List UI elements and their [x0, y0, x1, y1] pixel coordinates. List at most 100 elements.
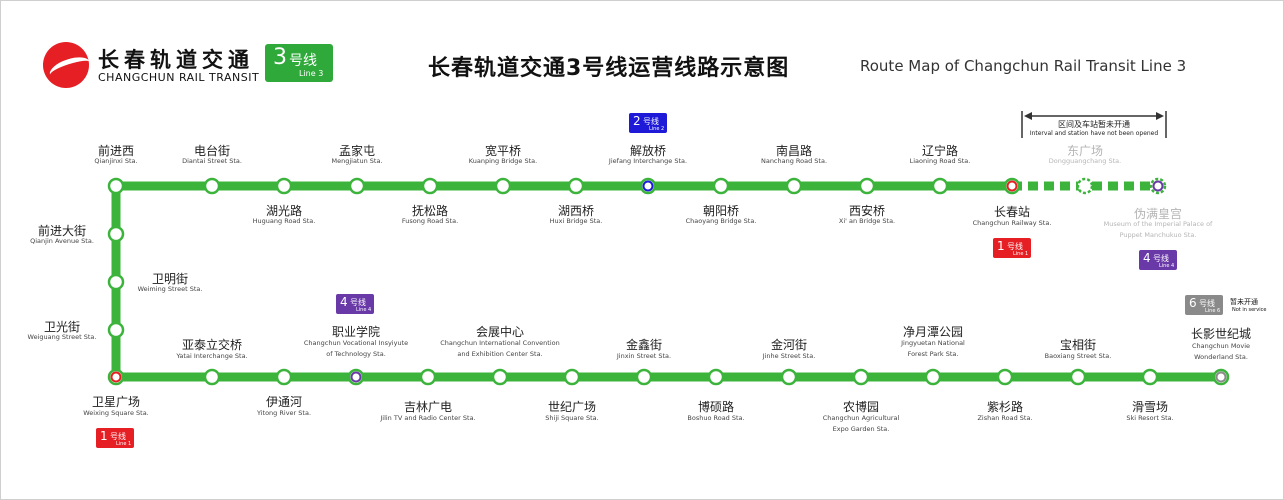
- station-huizhanzhongxin-en2: and Exhibition Center Sta.: [457, 350, 543, 358]
- station-marker-chaoyangqiao[interactable]: [712, 177, 730, 195]
- station-jingyuetan-en: Jingyuetan National: [901, 339, 965, 347]
- station-marker-dongguangchang[interactable]: [1076, 177, 1094, 195]
- station-marker-zishanlu[interactable]: [996, 368, 1014, 386]
- map-title-cn: 长春轨道交通3号线运营线路示意图: [428, 56, 790, 81]
- station-weixingguangchang[interactable]: 卫星广场: [91, 395, 141, 409]
- station-marker-weimingjie[interactable]: [107, 273, 125, 291]
- station-kuanpingqiao-en: Kuanping Bridge Sta.: [468, 157, 538, 165]
- station-jiefangqiao-en: Jiefang Interchange Sta.: [608, 157, 688, 165]
- station-mengjiatun[interactable]: 孟家屯: [338, 144, 376, 158]
- station-marker-jilinguangdian[interactable]: [419, 368, 437, 386]
- station-chaoyangqiao[interactable]: 朝阳桥: [702, 204, 740, 218]
- station-shijiguangchang[interactable]: 世纪广场: [547, 400, 597, 414]
- station-nongboyuan-en: Changchun Agricultural: [822, 414, 900, 422]
- station-weiguangjie[interactable]: 卫光街: [43, 320, 81, 334]
- station-qianjindajie[interactable]: 前进大街: [37, 224, 87, 238]
- station-huxiqiao[interactable]: 湖西桥: [557, 204, 595, 218]
- station-nongboyuan[interactable]: 农博园: [842, 400, 880, 414]
- station-marker-nongboyuan[interactable]: [852, 368, 870, 386]
- station-xianqiao-en: Xi' an Bridge Sta.: [838, 217, 896, 225]
- station-marker-baoxiangjie[interactable]: [1069, 368, 1087, 386]
- station-marker-nanchanglu[interactable]: [785, 177, 803, 195]
- station-changchunzhan[interactable]: 长春站: [993, 205, 1031, 219]
- station-marker-weiguangjie[interactable]: [107, 321, 125, 339]
- station-qianjinxi-en: Qianjinxi Sta.: [94, 157, 138, 165]
- station-shijiguangchang-en: Shiji Square Sta.: [545, 414, 599, 422]
- station-marker-jinxinjie[interactable]: [635, 368, 653, 386]
- station-liaoninglu[interactable]: 辽宁路: [921, 144, 959, 158]
- station-marker-mengjiatun[interactable]: [348, 177, 366, 195]
- station-huizhanzhongxin[interactable]: 会展中心: [475, 325, 525, 339]
- station-yataiqiao[interactable]: 亚泰立交桥: [181, 338, 243, 352]
- station-changyingshijicheng[interactable]: 长影世纪城: [1190, 327, 1252, 341]
- station-marker-huaxuechang[interactable]: [1141, 368, 1159, 386]
- station-jilinguangdian[interactable]: 吉林广电: [403, 400, 453, 414]
- station-nanchanglu-en: Nanchang Road Sta.: [760, 157, 828, 165]
- station-weiguangjie-en: Weiguang Street Sta.: [27, 333, 97, 341]
- station-zishanlu[interactable]: 紫杉路: [986, 400, 1024, 414]
- station-marker-yataiqiao[interactable]: [203, 368, 221, 386]
- station-marker-jingyuetan[interactable]: [924, 368, 942, 386]
- interchange-ring-zhiyexueyuan: [350, 371, 362, 383]
- station-changchunzhan-en: Changchun Railway Sta.: [972, 219, 1052, 227]
- station-dongguangchang[interactable]: 东广场: [1066, 144, 1104, 158]
- station-yitonghe-en: Yitong River Sta.: [256, 409, 312, 417]
- station-marker-xianqiao[interactable]: [858, 177, 876, 195]
- station-jingyuetan[interactable]: 净月潭公园: [902, 325, 964, 339]
- station-huaxuechang-en: Ski Resort Sta.: [1126, 414, 1174, 422]
- station-marker-huguanglu[interactable]: [275, 177, 293, 195]
- station-baoxiangjie[interactable]: 宝相街: [1059, 338, 1097, 352]
- not-in-service-cn: 暂未开通: [1230, 298, 1258, 306]
- station-xianqiao[interactable]: 西安桥: [848, 204, 886, 218]
- station-kuanpingqiao[interactable]: 宽平桥: [484, 144, 522, 158]
- station-qianjinxi[interactable]: 前进西: [97, 144, 135, 158]
- station-marker-kuanpingqiao[interactable]: [494, 177, 512, 195]
- station-marker-boshuolu[interactable]: [707, 368, 725, 386]
- station-zhiyexueyuan[interactable]: 职业学院: [331, 325, 381, 339]
- station-jinhejie-en: Jinhe Street Sta.: [762, 352, 816, 360]
- station-huizhanzhongxin-en: Changchun International Convention: [440, 339, 560, 347]
- station-marker-liaoninglu[interactable]: [931, 177, 949, 195]
- station-zhiyexueyuan-en2: of Technology Sta.: [326, 350, 386, 358]
- station-huguanglu-en: Huguang Road Sta.: [252, 217, 316, 225]
- station-boshuolu[interactable]: 博硕路: [697, 400, 735, 414]
- station-huguanglu[interactable]: 湖光路: [265, 204, 303, 218]
- station-diantaijie-en: Diantai Street Sta.: [182, 157, 242, 165]
- station-fusonglu-en: Fusong Road Sta.: [401, 217, 459, 225]
- station-weimingjie[interactable]: 卫明街: [151, 272, 189, 286]
- station-jiefangqiao[interactable]: 解放桥: [629, 144, 667, 158]
- station-fusonglu[interactable]: 抚松路: [411, 204, 449, 218]
- station-jingyuetan-en2: Forest Park Sta.: [907, 350, 959, 358]
- station-weimanhuanggong-en2: Puppet Manchukuo Sta.: [1119, 231, 1197, 239]
- station-marker-huxiqiao[interactable]: [567, 177, 585, 195]
- station-weimingjie-en: Weiming Street Sta.: [137, 285, 203, 293]
- station-weimanhuanggong[interactable]: 伪满皇宫: [1133, 207, 1183, 221]
- station-jinhejie[interactable]: 金河街: [770, 338, 808, 352]
- station-marker-jinhejie[interactable]: [780, 368, 798, 386]
- station-yitonghe[interactable]: 伊通河: [265, 395, 303, 409]
- station-jinxinjie[interactable]: 金鑫街: [625, 338, 663, 352]
- station-nanchanglu[interactable]: 南昌路: [775, 144, 813, 158]
- station-marker-huizhanzhongxin[interactable]: [491, 368, 509, 386]
- station-marker-shijiguangchang[interactable]: [563, 368, 581, 386]
- unopened-notice-en: Interval and station have not been opene…: [1029, 130, 1159, 137]
- station-diantaijie[interactable]: 电台街: [193, 144, 231, 158]
- station-marker-yitonghe[interactable]: [275, 368, 293, 386]
- interchange-ring-weimanhuanggong: [1152, 180, 1164, 192]
- station-mengjiatun-en: Mengjiatun Sta.: [331, 157, 383, 165]
- station-marker-qianjindajie[interactable]: [107, 225, 125, 243]
- station-huaxuechang[interactable]: 滑雪场: [1131, 400, 1169, 414]
- station-marker-diantaijie[interactable]: [203, 177, 221, 195]
- station-boshuolu-en: Boshuo Road Sta.: [687, 414, 745, 422]
- station-qianjindajie-en: Qianjin Avenue Sta.: [30, 237, 94, 245]
- brand-name-en: CHANGCHUN RAIL TRANSIT: [98, 71, 260, 84]
- interchange-ring-changyingshijicheng: [1215, 371, 1227, 383]
- station-marker-fusonglu[interactable]: [421, 177, 439, 195]
- station-dongguangchang-en: Dongguangchang Sta.: [1048, 157, 1122, 165]
- station-marker-qianjinxi[interactable]: [107, 177, 125, 195]
